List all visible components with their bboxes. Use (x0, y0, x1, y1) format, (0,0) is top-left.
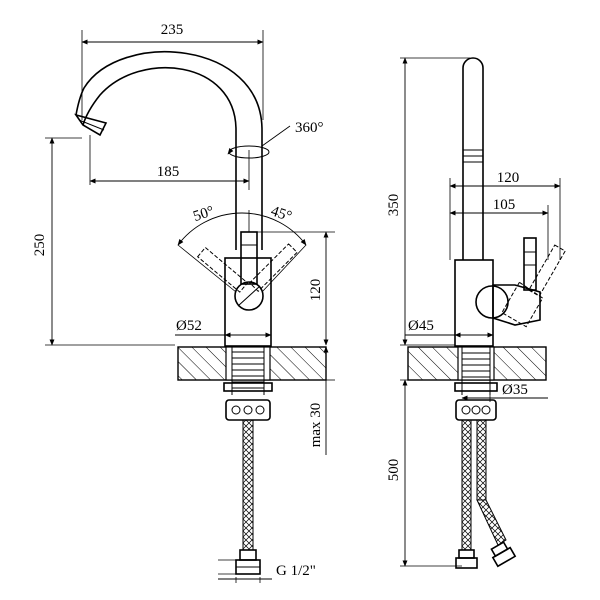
dim-shank-diameter: Ø35 (461, 382, 548, 402)
rotation-label: 360° (295, 120, 324, 136)
side-view: 350 120 105 (386, 57, 566, 569)
faucet-body (196, 231, 298, 347)
dim-max-thickness: max 30 (308, 346, 335, 455)
thread-label: G 1/2" (276, 563, 316, 579)
spout-reach-label: 185 (157, 164, 180, 180)
handle-reach-label: 120 (497, 170, 520, 186)
dim-spout-reach: 185 (89, 150, 250, 190)
handle-offset-label: 105 (493, 197, 516, 213)
height-label: 250 (32, 234, 48, 257)
total-height-label: 350 (386, 194, 402, 217)
countertop-side (407, 346, 547, 421)
max-thickness-label: max 30 (308, 403, 324, 448)
hose-length-label: 500 (386, 459, 402, 482)
shank-diameter-label: Ø35 (502, 382, 528, 398)
angle-left-label: 50° (191, 203, 216, 225)
base-diameter-label: Ø52 (176, 318, 202, 334)
front-view: 235 360° 185 250 (32, 22, 335, 583)
total-reach-label: 235 (161, 22, 184, 38)
dim-handle-height: 120 (257, 231, 335, 346)
hoses-side (455, 419, 517, 569)
dim-body-diameter: Ø45 (405, 318, 494, 338)
dim-total-reach: 235 (81, 22, 264, 120)
hose-front: G 1/2" (218, 419, 316, 583)
dim-angles: 50° 45° (177, 203, 307, 293)
dim-handle-reach: 120 105 (449, 170, 561, 260)
angle-right-label: 45° (269, 203, 294, 225)
spout (74, 51, 263, 250)
handle-height-label: 120 (308, 279, 324, 302)
countertop-front (177, 346, 327, 421)
rotation-indicator: 360° (227, 120, 324, 159)
side-body (454, 237, 566, 347)
dim-base-diameter: Ø52 (175, 318, 272, 338)
body-diameter-label: Ø45 (408, 318, 434, 334)
dim-total-height: 350 (386, 57, 470, 346)
dim-hose-length: 500 (386, 379, 462, 567)
side-spout (462, 57, 484, 260)
dim-height: 250 (32, 137, 175, 346)
